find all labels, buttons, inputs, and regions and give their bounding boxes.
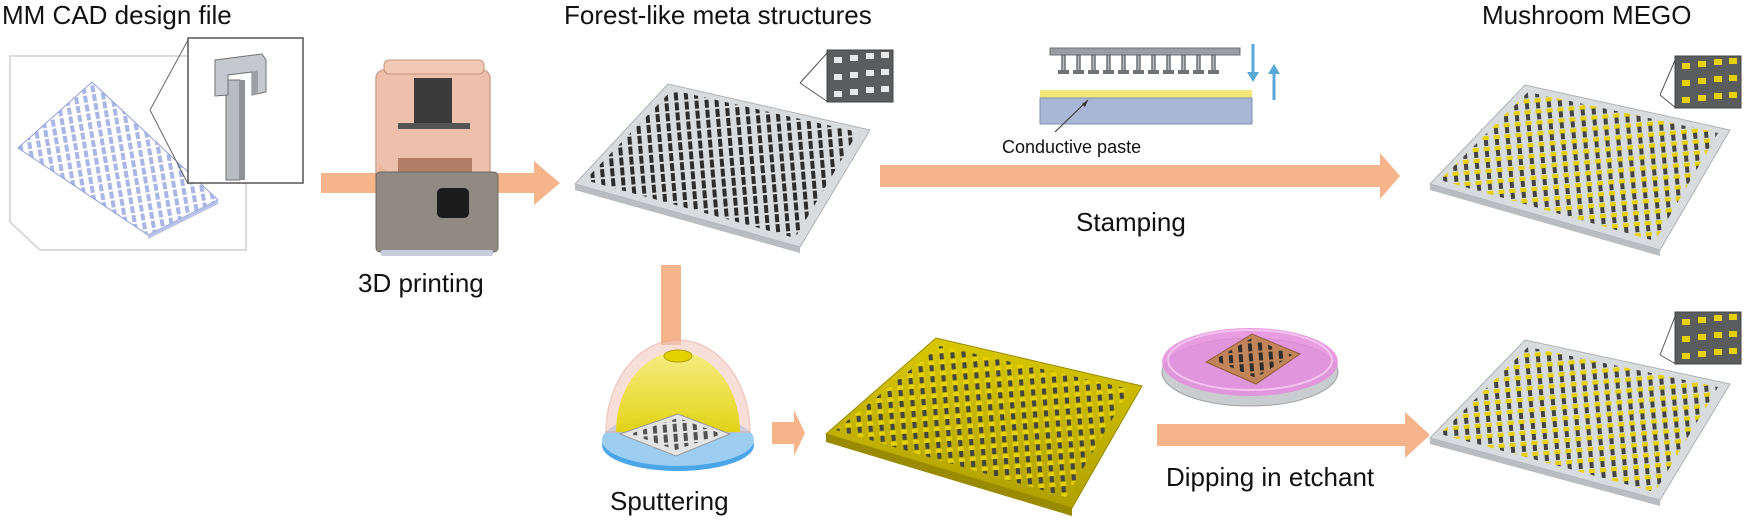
stamp-up-arrow <box>1268 64 1280 100</box>
paste-label: Conductive paste <box>1002 137 1142 157</box>
mushroom-mego-top <box>1429 55 1742 256</box>
stamp-illustration <box>1039 47 1253 133</box>
mushroom-mego-bottom <box>1429 311 1742 506</box>
printing-label: 3D printing <box>358 268 484 298</box>
arrow-sputtering-to-gold <box>772 410 805 456</box>
sputtering-dome <box>602 339 754 471</box>
mushroom-label: Mushroom MEGO <box>1482 0 1692 30</box>
arrow-forest-to-sputtering <box>661 265 681 345</box>
arrow-stamping <box>880 153 1400 199</box>
stamping-label: Stamping <box>1076 207 1186 237</box>
sputtering-label: Sputtering <box>610 486 729 516</box>
cad-label: MM CAD design file <box>2 0 232 30</box>
arrow-printer-to-forest <box>498 161 560 205</box>
cad-design-card <box>9 39 247 251</box>
forest-structure <box>574 49 894 253</box>
stamp-down-arrow <box>1247 44 1259 82</box>
dipping-label: Dipping in etchant <box>1166 462 1375 492</box>
cad-zoom-inset <box>187 37 304 184</box>
3d-printer <box>375 59 499 256</box>
gold-coated-forest <box>824 337 1143 516</box>
forest-label: Forest-like meta structures <box>564 0 872 30</box>
etchant-dish <box>1161 328 1339 407</box>
arrow-dipping <box>1157 412 1430 458</box>
